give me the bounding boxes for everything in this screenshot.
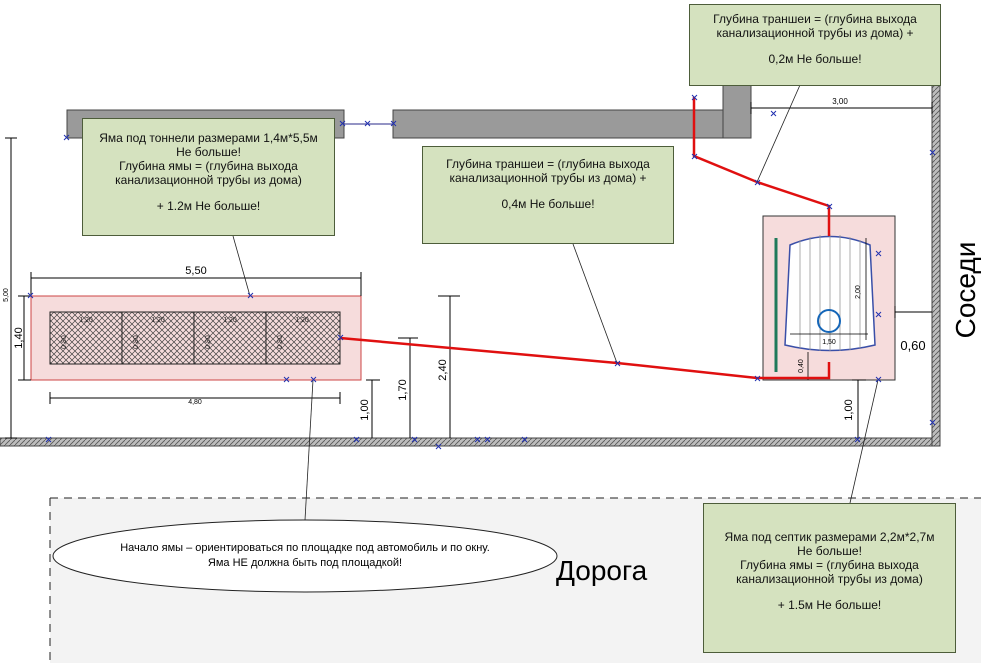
house-pipe-riser <box>722 84 752 139</box>
svg-text:0,80: 0,80 <box>277 335 284 349</box>
note-line: + 1.5м Не больше! <box>777 598 882 612</box>
note-trench-depth-top: Глубина траншеи = (глубина выхода канали… <box>689 4 941 86</box>
dimension-2-40: 2,40 <box>437 295 460 438</box>
note-line: Яма под тоннели размерами 1,4м*5,5м <box>99 131 318 145</box>
note-septic-pit: Яма под септик размерами 2,2м*2,7м Не бо… <box>703 503 956 653</box>
septic-tank-ribs <box>799 234 861 351</box>
dimension-4-80: 4,80 <box>49 392 341 406</box>
neighbors-label: Соседи <box>950 242 981 339</box>
note-line: канализационной трубы из дома) <box>736 572 923 586</box>
right-fence <box>931 84 941 447</box>
note-line: Глубина ямы = (глубина выхода <box>740 558 919 572</box>
svg-text:1,00: 1,00 <box>359 399 371 420</box>
septic-hatch-circle <box>817 309 841 333</box>
marker-crosses <box>27 94 936 450</box>
dimension-0-40: 0,40 <box>798 352 809 380</box>
dimension-1-50: 1,50 <box>790 333 868 346</box>
ellipse-note-line2: Яма НЕ должна быть под площадкой! <box>208 557 402 569</box>
dimension-1-40: 1,40 <box>13 295 31 381</box>
svg-text:1,70: 1,70 <box>397 379 409 400</box>
note-line: Глубина траншеи = (глубина выхода <box>446 157 650 171</box>
note-line: Не больше! <box>797 544 862 558</box>
svg-text:5,00: 5,00 <box>3 288 10 302</box>
dimension-0-60: 0,60 <box>894 306 932 353</box>
svg-text:2,40: 2,40 <box>437 359 449 380</box>
road-label: Дорога <box>556 555 648 586</box>
ellipse-callout <box>52 519 558 593</box>
tunnel-blocks <box>49 311 341 365</box>
note-line: Глубина траншеи = (глубина выхода <box>713 12 917 26</box>
svg-text:1,20: 1,20 <box>79 317 93 324</box>
note-line: 0,4м Не больше! <box>501 197 595 211</box>
tunnel-dividers <box>121 312 267 364</box>
svg-text:4,80: 4,80 <box>188 399 202 406</box>
svg-text:1,40: 1,40 <box>13 327 25 348</box>
svg-text:0,80: 0,80 <box>133 335 140 349</box>
svg-text:2,00: 2,00 <box>855 285 862 299</box>
svg-text:3,00: 3,00 <box>832 97 848 106</box>
svg-text:5,50: 5,50 <box>185 265 206 277</box>
note-line: Яма под септик размерами 2,2м*2,7м <box>724 530 935 544</box>
note-line: канализационной трубы из дома) + <box>716 26 914 40</box>
svg-text:0,80: 0,80 <box>205 335 212 349</box>
note-line: Не больше! <box>176 145 241 159</box>
note-trench-depth-mid: Глубина траншеи = (глубина выхода канали… <box>422 146 674 244</box>
note-tunnel-pit: Яма под тоннели размерами 1,4м*5,5м Не б… <box>82 118 335 236</box>
svg-text:1,20: 1,20 <box>295 317 309 324</box>
ellipse-note-line1: Начало ямы – ориентироваться по площадке… <box>120 542 490 554</box>
dimension-1-70: 1,70 <box>397 337 418 438</box>
note-line: Глубина ямы = (глубина выхода <box>119 159 298 173</box>
house-pipe-right <box>392 109 752 139</box>
note-line: канализационной трубы из дома) + <box>449 171 647 185</box>
svg-text:1,00: 1,00 <box>843 399 855 420</box>
note-line: 0,2м Не больше! <box>768 52 862 66</box>
note-line: канализационной трубы из дома) <box>115 173 302 187</box>
svg-text:1,50: 1,50 <box>822 339 836 346</box>
note-line: + 1.2м Не больше! <box>156 199 261 213</box>
dimension-1-00-right: 1,00 <box>843 379 866 438</box>
tunnel-inner-dims: 1,20 1,20 1,20 1,20 0,80 0,80 0,80 0,80 <box>61 317 309 349</box>
svg-text:1,20: 1,20 <box>151 317 165 324</box>
svg-text:0,40: 0,40 <box>798 359 805 373</box>
dimension-5-50: 5,50 <box>30 265 362 296</box>
pipe-septic-to-tunnel <box>339 336 831 380</box>
svg-text:0,80: 0,80 <box>61 335 68 349</box>
dimension-1-00-left: 1,00 <box>359 379 380 438</box>
dimension-2-00: 2,00 <box>855 238 867 340</box>
svg-text:0,60: 0,60 <box>900 338 925 353</box>
dimension-3-00: 3,00 <box>750 97 933 114</box>
svg-text:1,20: 1,20 <box>223 317 237 324</box>
leader-lines <box>232 84 879 521</box>
dimension-5-00: 5,00 <box>3 137 17 439</box>
bottom-fence <box>0 437 941 447</box>
